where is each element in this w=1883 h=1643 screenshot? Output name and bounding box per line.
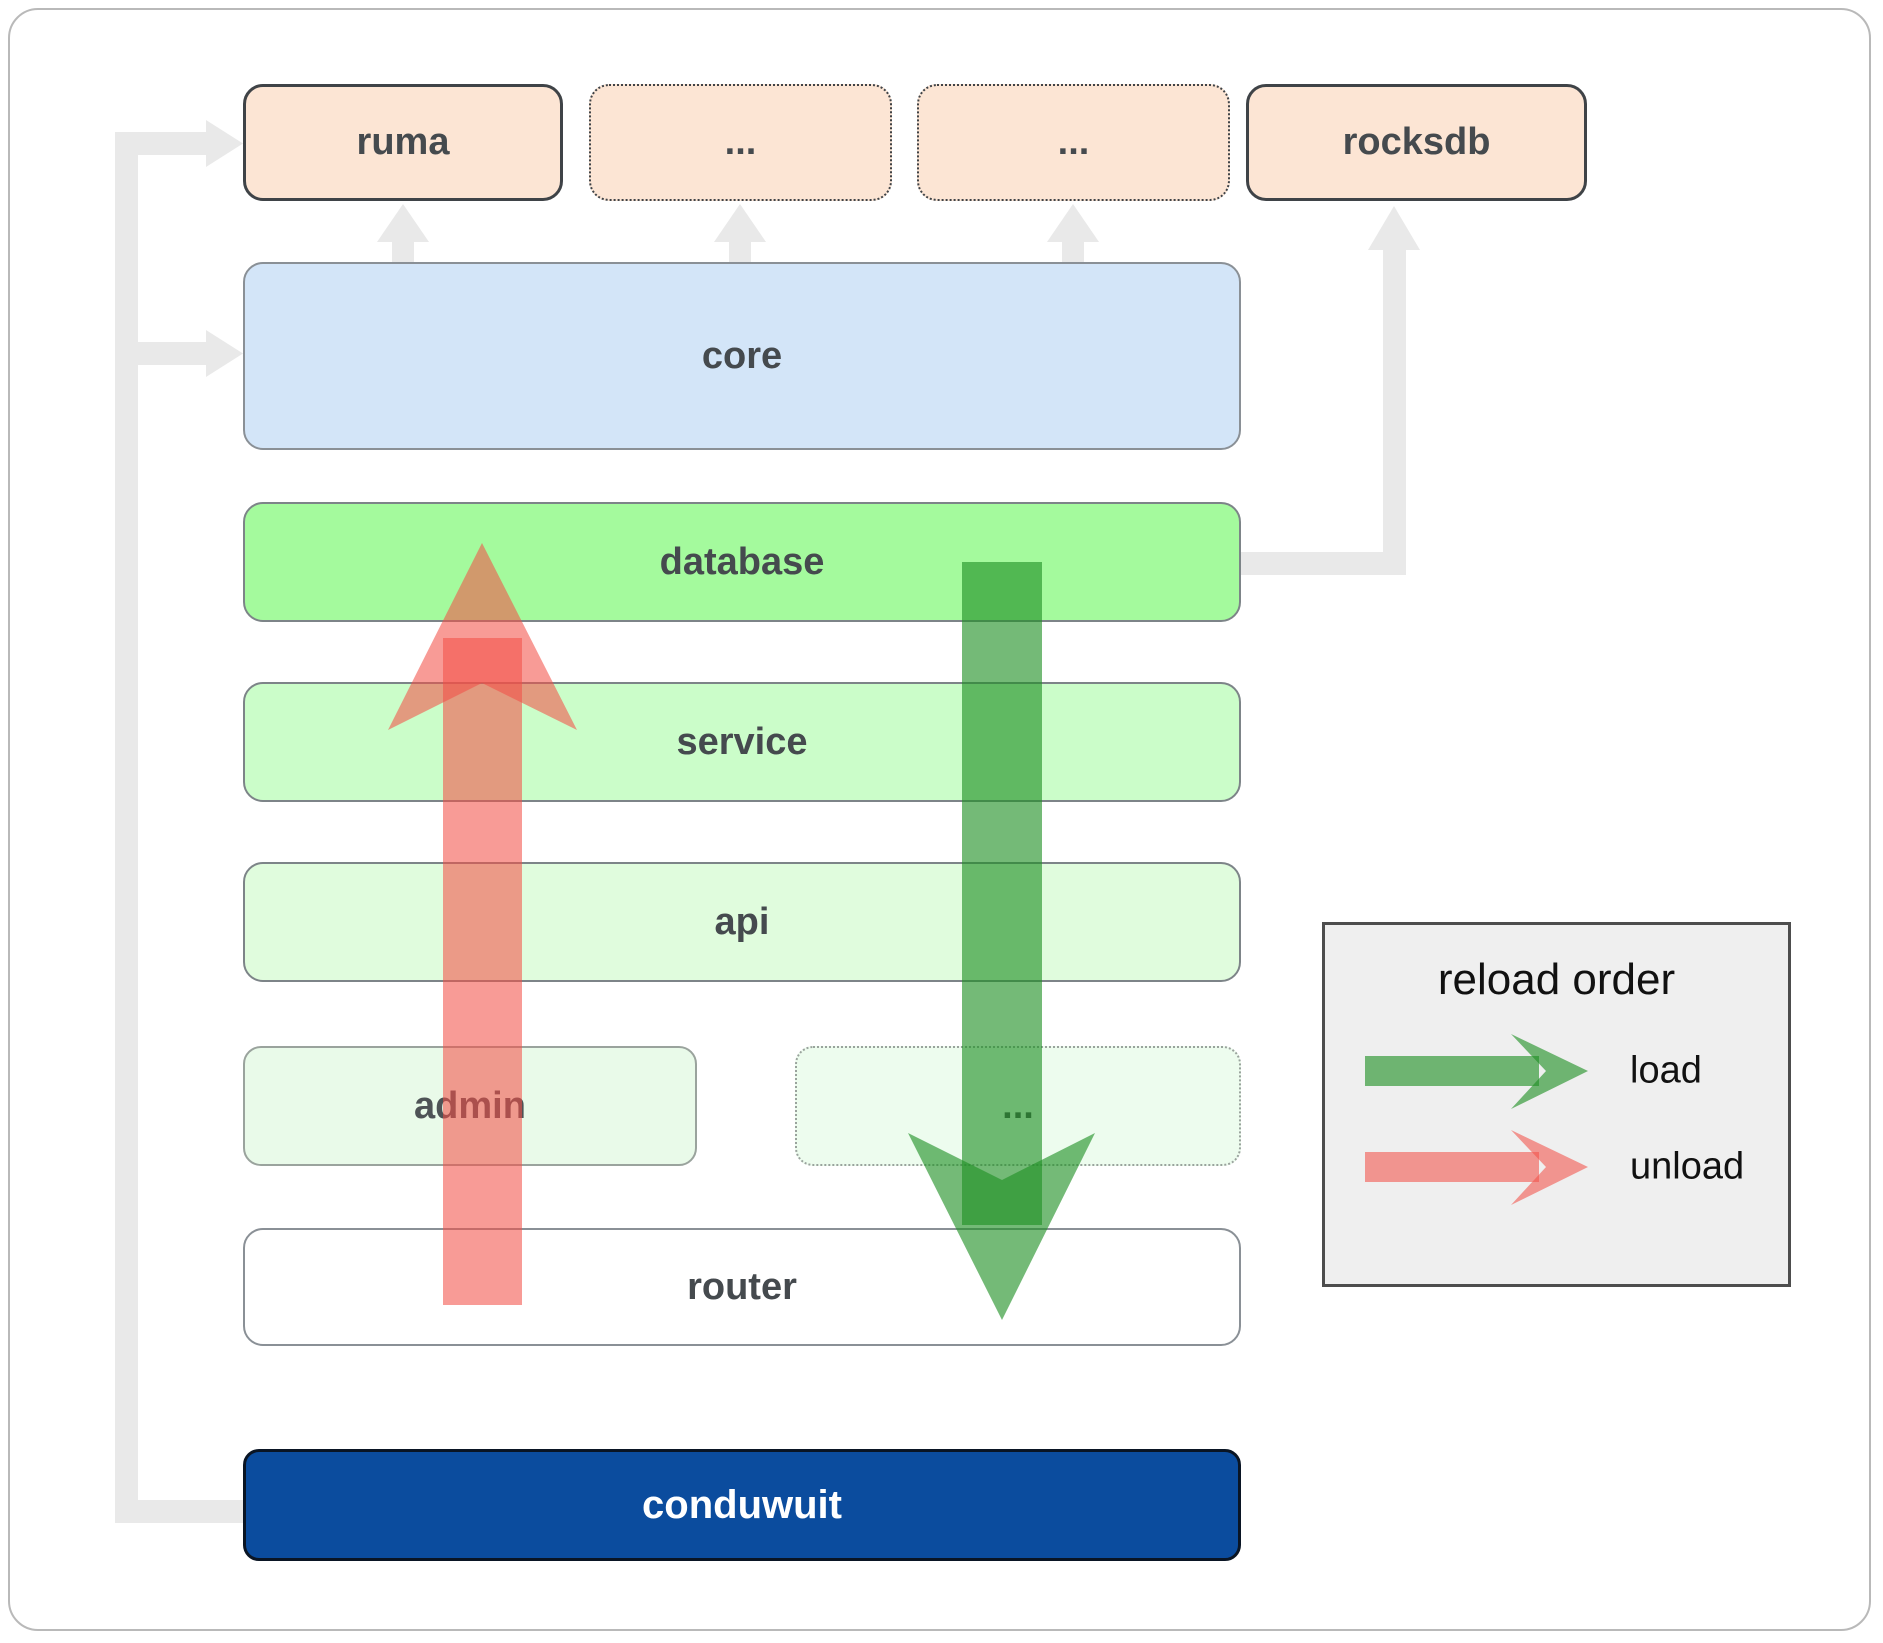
legend-load-label: load <box>1630 1049 1702 1092</box>
box-ruma: ruma <box>243 84 563 201</box>
legend-item-load: load <box>1325 1023 1788 1119</box>
box-conduwuit: conduwuit <box>243 1449 1241 1561</box>
box-dependency-other-2-label: ... <box>1057 121 1090 163</box>
box-service-other-label: ... <box>1002 1084 1034 1127</box>
box-admin-label: admin <box>414 1084 526 1127</box>
box-dependency-other-2: ... <box>917 84 1230 201</box>
legend-title: reload order <box>1437 955 1676 1004</box>
box-core-label: core <box>701 334 783 377</box>
box-ruma-label: ruma <box>356 121 450 163</box>
box-service-label: service <box>676 720 808 763</box>
outer-border <box>8 8 1871 1631</box>
box-database: database <box>243 502 1241 622</box>
load-arrow-icon <box>1365 1034 1588 1109</box>
box-conduwuit-label: conduwuit <box>642 1482 842 1527</box>
box-router-label: router <box>687 1265 797 1308</box>
box-service-other: ... <box>795 1046 1241 1166</box>
legend: reload order load unload <box>1322 922 1791 1287</box>
box-dependency-other-1: ... <box>589 84 892 201</box>
legend-item-unload: unload <box>1325 1119 1788 1215</box>
box-core: core <box>243 262 1241 450</box>
box-admin: admin <box>243 1046 697 1166</box>
box-api: api <box>243 862 1241 982</box>
box-dependency-other-1-label: ... <box>724 121 757 163</box>
box-database-label: database <box>659 540 825 583</box>
box-router: router <box>243 1228 1241 1346</box>
legend-unload-label: unload <box>1630 1145 1745 1188</box>
unload-arrow-icon <box>1365 1130 1588 1205</box>
box-rocksdb-label: rocksdb <box>1342 121 1491 163</box>
box-service: service <box>243 682 1241 802</box>
box-api-label: api <box>714 900 770 943</box>
box-rocksdb: rocksdb <box>1246 84 1587 201</box>
